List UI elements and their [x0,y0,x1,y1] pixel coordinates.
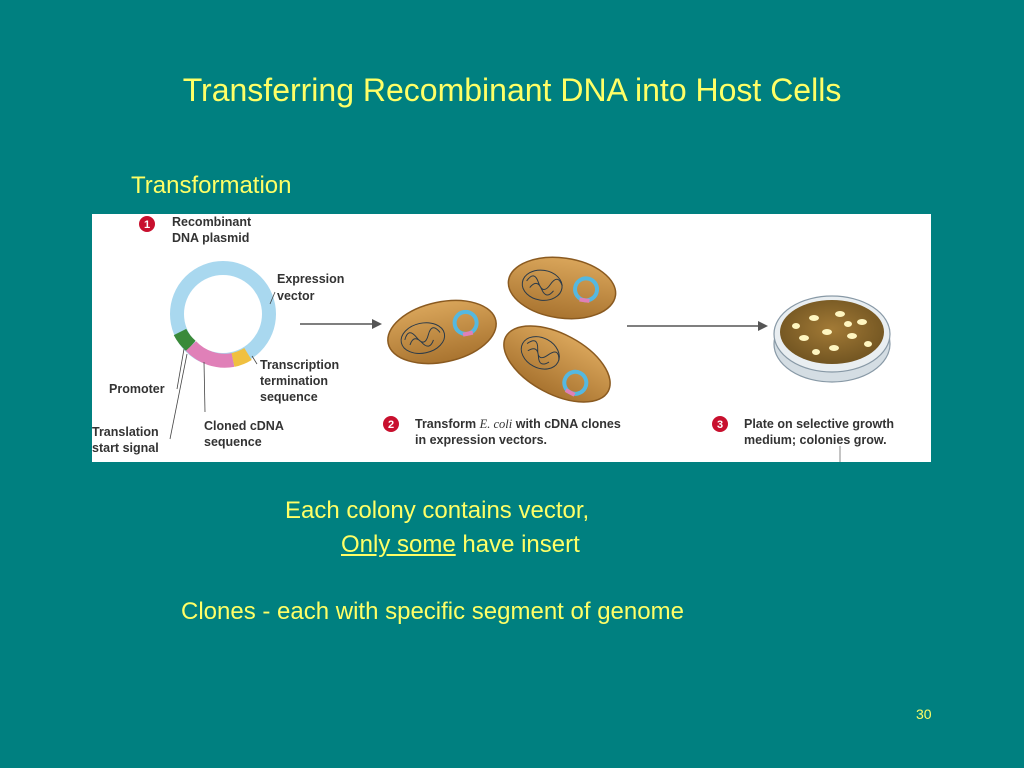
translation-label-line1: Translation [92,425,159,439]
step1-badge: 1 [139,216,155,232]
transcription-label-line2: termination [260,374,328,388]
plasmid-ring [170,261,276,368]
arrow-to-cells [300,319,382,329]
slide-subtitle: Transformation [131,172,292,199]
cloned-cdna-label-line2: sequence [204,435,262,449]
promoter-label: Promoter [109,382,165,396]
petri-dish [773,292,891,383]
step2-label-line1: Transform E. coli with cDNA clones [415,417,621,431]
step1-label-line2: DNA plasmid [172,231,249,245]
expression-vector-label-line1: Expression [277,272,344,286]
step3-number: 3 [717,419,723,431]
step2-text-c: with cDNA clones [512,417,621,431]
ecoli-cell-1 [387,299,497,365]
step3-label-line2: medium; colonies grow. [744,433,887,447]
step1-label-line1: Recombinant [172,215,252,229]
step2-number: 2 [388,419,394,431]
step1-number: 1 [144,219,150,231]
step2-badge: 2 [383,416,399,432]
transcription-label-line1: Transcription [260,358,339,372]
step3-badge: 3 [712,416,728,432]
translation-label-line2: start signal [92,441,159,455]
transcription-label-line3: sequence [260,390,318,404]
transformation-diagram: 1 Recombinant DNA plasmid Expression vec… [92,215,894,462]
clones-note: Clones - each with specific segment of g… [181,598,684,625]
transformation-figure: 1 Recombinant DNA plasmid Expression vec… [92,214,931,462]
ecoli-cell-3 [503,325,611,403]
page-number: 30 [916,706,932,722]
ecoli-cell-2 [507,256,617,320]
leader-lines [169,291,276,440]
expression-vector-label-line2: vector [277,289,315,303]
step2-text-ecoli: E. coli [479,417,513,431]
step2-text-a: Transform [415,417,480,431]
step3-label-line1: Plate on selective growth [744,417,894,431]
only-some-underlined: Only some [341,531,456,558]
have-insert-text: have insert [455,531,580,558]
colonies [792,311,872,355]
step2-label-line2: in expression vectors. [415,433,547,447]
cloned-cdna-label-line1: Cloned cDNA [204,419,284,433]
colony-note-line1: Each colony contains vector, [285,497,590,524]
slide-title: Transferring Recombinant DNA into Host C… [182,72,842,108]
colony-note-line2: Only some have insert [341,530,580,560]
arrow-to-plate [627,321,768,331]
